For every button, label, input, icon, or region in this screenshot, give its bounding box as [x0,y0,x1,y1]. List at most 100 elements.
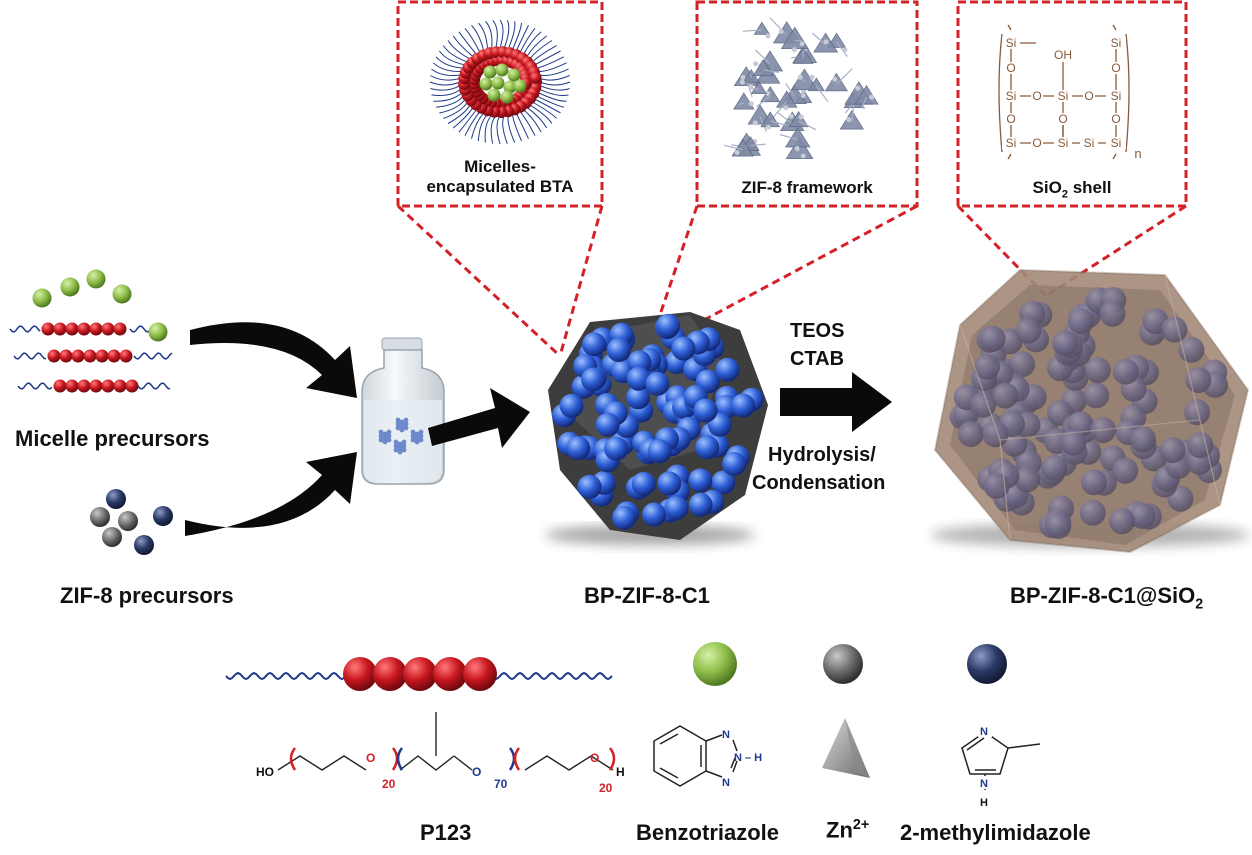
vial-particle-dot [402,448,407,453]
micelle-bead [54,380,67,393]
blue-sphere [731,394,755,418]
blue-sphere [645,372,669,396]
inset-box-zif8 [697,2,917,206]
micelle-tail [512,23,521,50]
n-label: N [980,726,988,738]
micelle-precursors-label: Micelle precursors [15,426,209,452]
polymer-tail [14,353,46,359]
o-atom: O [1032,136,1041,150]
micelle-tail [524,110,542,133]
o-label: O [366,751,375,765]
blue-sphere [607,338,631,362]
siloxane-labels: Si Si OH O O Si O Si O Si O O O Si O Si … [1002,36,1142,161]
si-atom: Si [1111,89,1122,103]
benzotriazole-labels: N N – H N [722,729,762,789]
linker-atom [753,61,758,66]
micelle-bead [102,323,115,336]
p123-bead [403,657,437,691]
polymer-tail [134,353,172,359]
polymer-tail [226,673,344,679]
si-atom: Si [1058,136,1069,150]
micelle-precursors-illustration [10,270,172,393]
vial-illustration [362,338,444,484]
bta-sphere [484,66,497,79]
linker-atom [749,101,754,106]
bta-sphere [61,278,80,297]
linker-atom [749,84,754,89]
vial-particle [411,430,424,445]
linker-atom [784,105,789,110]
linker-atom [753,120,758,125]
blue-sphere [671,337,695,361]
si-atom: Si [1006,36,1017,50]
micelle-tail [530,105,552,124]
blue-sphere [581,367,605,391]
linker-atom [792,47,797,52]
si-atom: Si [1058,89,1069,103]
micelle-tail [516,113,528,139]
linker [836,69,852,85]
linker-atom [855,86,860,91]
repeat-n: n [1134,146,1141,161]
micelle-bead [42,323,55,336]
sio2-inset-title: SiO2 shell [978,178,1166,204]
n-label: N [722,729,730,741]
micelle-tail [538,63,567,72]
linker-atom [779,29,784,34]
micelle-tail [535,51,561,65]
bta-sphere [514,80,527,93]
bta-sphere [149,323,168,342]
micelle-tail [485,21,492,48]
micelle-bead [102,380,115,393]
micelle-tail [430,86,460,91]
zif8-inset-title: ZIF-8 framework [712,178,902,198]
micelle-tail [472,113,484,139]
micelle-tail [540,76,570,81]
vial-particle-dot [387,438,392,443]
inset-box-sio2 [958,2,1186,206]
linker-atom [832,77,837,82]
si-atom: Si [1006,89,1017,103]
vial-particle [379,430,392,445]
linker-atom [795,146,800,151]
micelle-tail [500,20,503,48]
micelles-title-line2: encapsulated BTA [426,177,573,196]
linker-atom [765,34,770,39]
bta-sphere [492,77,505,90]
blue-sphere [642,503,666,527]
micelle-bead [78,380,91,393]
micelle-tail [433,93,462,102]
blue-sphere [664,496,688,520]
blue-sphere [648,439,672,463]
bta-sphere [488,89,501,102]
blue-sphere [656,314,680,338]
p123-bead [433,657,467,691]
o-atom: O [1032,89,1041,103]
zif8-precursors-illustration [90,489,173,555]
polymer-tail [138,383,170,389]
micelle-tail [497,116,500,144]
process-hydrolysis: Hydrolysis/ [768,444,876,467]
linker-atom [740,80,745,85]
linker-atom [869,95,874,100]
micelle-illustration [430,20,570,144]
micelle-tail [539,69,568,75]
sio2-title-tail: shell [1068,178,1111,197]
linker-atom [766,125,771,130]
linker-atom [741,75,746,80]
vial-particle [396,418,409,433]
reaction-arrow [780,372,892,432]
blue-sphere [560,394,584,418]
bp-zif8-sio2-main: BP-ZIF-8-C1@SiO [1010,583,1195,608]
bta-sphere-icon [693,642,737,686]
blue-sphere [604,437,628,461]
si-atom: Si [1006,136,1017,150]
o-atom: O [1006,61,1015,75]
micelle-tail [459,32,477,55]
micelle-bead [114,323,127,336]
sio2-title-main: SiO [1033,178,1062,197]
repeat-20: 20 [382,777,396,791]
repeat-70: 70 [494,777,508,791]
micelle-tail [491,116,496,144]
